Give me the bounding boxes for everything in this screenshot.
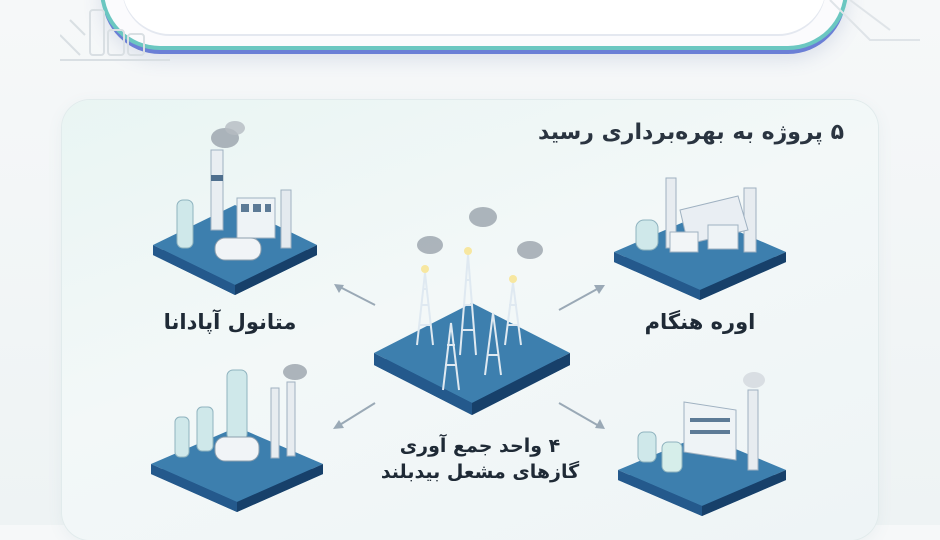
methanol-plant-illustration [153, 121, 317, 295]
top-banner-inner [122, 0, 826, 36]
urea-plant-illustration [614, 177, 786, 300]
arrow-to-methanol [334, 284, 376, 306]
arrow-to-bottom-right [558, 402, 605, 429]
center-label-line1: ۴ واحد جمع آوری [399, 435, 561, 457]
decorative-lines-icon [829, 0, 920, 41]
flare-gas-units-illustration [374, 207, 570, 415]
arrow-to-bottom-left [333, 402, 376, 429]
panel-title: ۵ پروژه به بهره‌برداری رسید [537, 120, 844, 145]
center-label-line2: گازهای مشعل بیدبلند [380, 461, 580, 483]
bottom-left-plant-illustration [151, 364, 323, 512]
arrow-to-urea [558, 285, 605, 311]
urea-label: اوره هنگام [644, 310, 756, 334]
decorative-refinery-icon [60, 9, 170, 61]
methanol-label: متانول آپادانا [163, 310, 297, 334]
top-banner [100, 0, 848, 50]
bottom-right-plant-illustration [618, 372, 786, 516]
center-label: ۴ واحد جمع آوری گازهای مشعل بیدبلند [370, 433, 590, 485]
